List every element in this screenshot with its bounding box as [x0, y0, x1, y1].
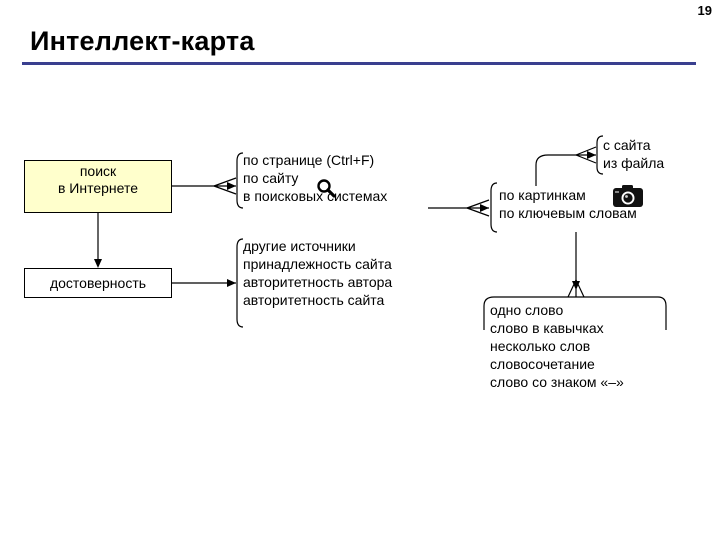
camera-icon: [613, 185, 643, 207]
arrowhead-search-to-methods: [227, 182, 236, 190]
list-item-site-authority: авторитетность сайта: [243, 292, 385, 308]
list-item-several-words: несколько слов: [490, 338, 591, 354]
title-divider: [22, 62, 696, 65]
page-number: 19: [697, 3, 712, 18]
list-search-types: по картинкам по ключевым словам: [499, 186, 637, 222]
list-item-other-sources: другие источники: [243, 238, 356, 254]
brace-other-sources: [236, 238, 244, 328]
brace-image-sources: [596, 135, 604, 175]
connector-images-to-sources: [535, 154, 596, 186]
brace-search-types: [490, 182, 498, 233]
list-item-author-authority: авторитетность автора: [243, 274, 393, 290]
page-title: Интеллект-карта: [30, 26, 255, 56]
list-item-site-ownership: принадлежность сайта: [243, 256, 392, 272]
arrowhead-reliability-to-sources: [227, 279, 236, 287]
list-item-by-keywords: по ключевым словам: [499, 205, 637, 221]
magnifier-icon: [317, 179, 336, 198]
arrowhead-systems-to-types: [480, 204, 489, 212]
brace-search-methods: [236, 152, 244, 209]
list-image-sources: с сайта из файла: [603, 136, 664, 172]
crow-foot-methods: [213, 177, 237, 195]
list-item-by-images: по картинкам: [499, 187, 586, 203]
node-reliability: достоверность: [24, 268, 172, 298]
node-search-internet: поиск в Интернете: [24, 160, 172, 213]
list-item-single-word: одно слово: [490, 302, 564, 318]
list-item-quoted-word: слово в кавычках: [490, 320, 604, 336]
list-item-search-site: по сайту: [243, 170, 299, 186]
list-item-minus-word: слово со знаком «–»: [490, 374, 624, 390]
node-search-line2: в Интернете: [57, 180, 139, 196]
arrowhead-search-to-reliability: [94, 259, 102, 268]
list-item-search-engines: в поисковых системах: [243, 188, 388, 204]
list-query-types: одно слово слово в кавычках несколько сл…: [490, 301, 624, 391]
list-reliability-criteria: другие источники принадлежность сайта ав…: [243, 237, 392, 309]
node-search-line1: поиск: [79, 163, 117, 179]
list-search-methods: по странице (Ctrl+F) по сайту в поисковы…: [243, 151, 387, 205]
crow-foot-sources: [575, 146, 597, 164]
list-item-from-site: с сайта: [603, 137, 651, 153]
arrowhead-images-to-sources: [587, 151, 596, 159]
list-item-search-page: по странице (Ctrl+F): [243, 152, 375, 168]
brace-query-types: [483, 296, 667, 330]
arrowhead-keywords-to-queries: [572, 281, 580, 290]
list-item-from-file: из файла: [603, 155, 665, 171]
list-item-phrase: словосочетание: [490, 356, 595, 372]
crow-foot-types: [466, 199, 490, 217]
